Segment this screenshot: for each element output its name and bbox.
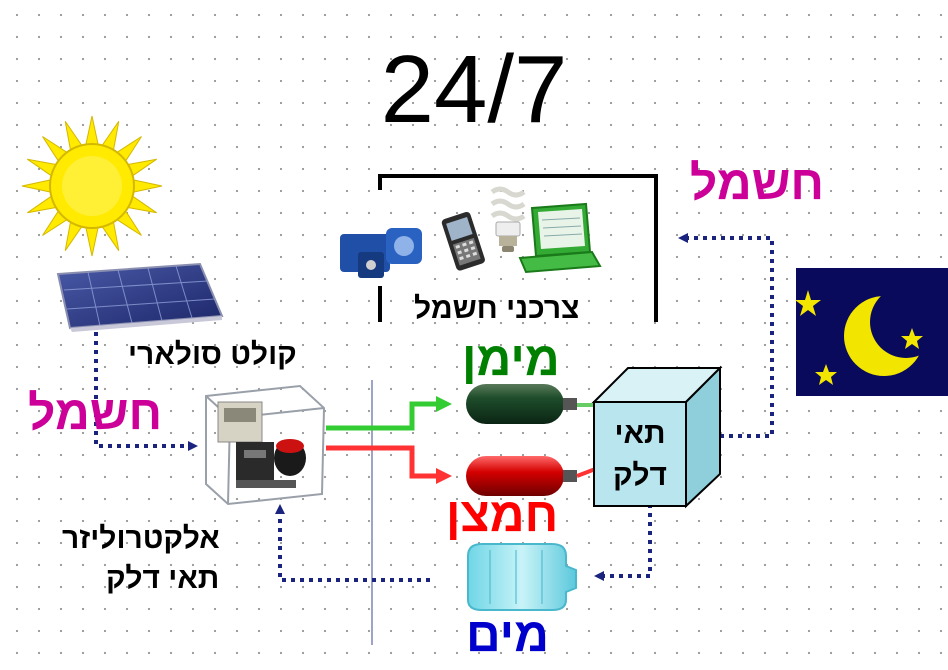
motor-icon — [334, 226, 428, 286]
oxygen-flow-line — [326, 445, 452, 484]
laptop-icon — [518, 202, 602, 274]
phone-icon — [441, 211, 485, 271]
electricity-label-left: חשמל — [28, 387, 163, 440]
fuel-cell-label-line2: דלק — [613, 459, 667, 492]
bulb-icon — [490, 186, 526, 252]
diagram-title: 24/7 — [380, 36, 568, 143]
fuel-cell-cube — [591, 365, 723, 509]
fuel-cell-label-line1: תאי — [614, 417, 666, 450]
electricity-label-right: חשמל — [689, 157, 824, 210]
water-bottle-icon — [467, 543, 577, 611]
solar-flow-line — [94, 332, 198, 451]
electrolyzer-label-line2: תאי דלק — [106, 562, 220, 595]
electrolyzer-label-line1: אלקטרוליזר — [62, 522, 220, 555]
star-icon — [795, 290, 923, 385]
sun-icon — [21, 115, 163, 257]
hydrogen-tank-icon — [466, 384, 598, 424]
flow-lines — [94, 233, 774, 582]
solar-collector-label: קולט סולארי — [128, 338, 297, 371]
fuel-cell-water-flow-line — [594, 504, 652, 581]
consumers-label: צרכני חשמל — [414, 292, 580, 325]
moon-icon — [844, 286, 942, 376]
hydrogen-label: מימן — [462, 333, 560, 386]
water-return-flow-line — [275, 504, 430, 582]
electrolyzer-icon — [205, 384, 326, 506]
night-sky-panel — [795, 268, 948, 396]
solar-panel-icon — [56, 262, 224, 332]
oxygen-tank-icon — [466, 456, 599, 496]
hydrogen-flow-line — [326, 396, 452, 431]
oxygen-label: חמצן — [446, 489, 559, 542]
water-label: מים — [466, 609, 549, 662]
